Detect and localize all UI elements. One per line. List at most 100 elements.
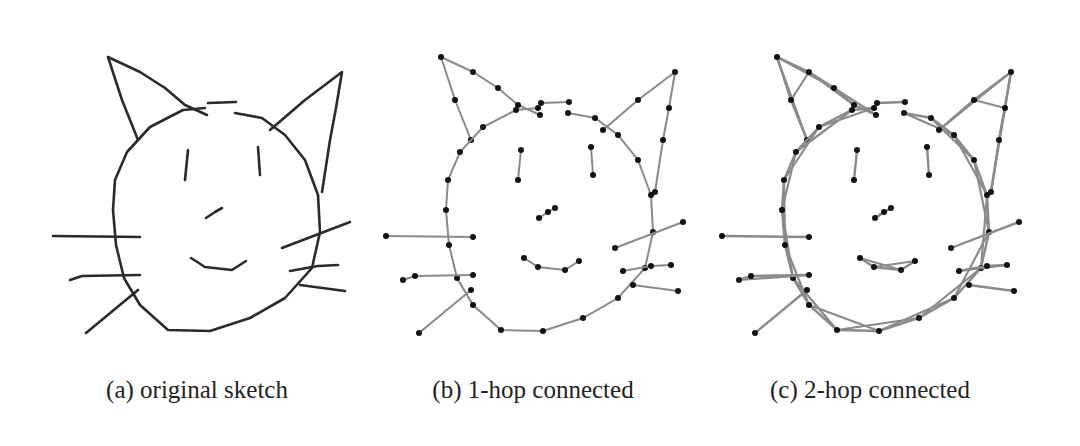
graph-node-dot bbox=[495, 85, 501, 91]
graph-edge bbox=[603, 72, 675, 192]
graph-node-dot bbox=[652, 189, 658, 195]
graph-node-dot bbox=[470, 272, 476, 278]
graph-node-dot bbox=[615, 132, 621, 138]
graph-node-dot bbox=[383, 233, 389, 239]
graph-node-dot bbox=[515, 177, 521, 183]
graph-node-dot bbox=[660, 137, 666, 143]
graph-node-dot bbox=[518, 147, 524, 153]
graph-node-dot bbox=[513, 107, 519, 113]
sketch-stroke bbox=[53, 236, 140, 237]
graph-edge bbox=[854, 150, 857, 180]
graph-edge bbox=[419, 290, 471, 333]
panel-caption: (b) 1-hop connected bbox=[432, 376, 633, 404]
graph-node-dot bbox=[988, 189, 994, 195]
graph-edge bbox=[524, 258, 579, 270]
graph-node-dot bbox=[873, 112, 879, 118]
sketch-stroke bbox=[290, 265, 338, 271]
graph-node-dot bbox=[470, 69, 476, 75]
graph-node-dot bbox=[857, 255, 863, 261]
panel-caption: (a) original sketch bbox=[106, 376, 288, 404]
graph-edge bbox=[777, 57, 876, 140]
graph-node-dot bbox=[446, 242, 452, 248]
two-hop-edge bbox=[974, 160, 989, 232]
graph-node-dot bbox=[774, 54, 780, 60]
graph-node-dot bbox=[971, 97, 977, 103]
graph-node-dot bbox=[834, 327, 840, 333]
graph-edge bbox=[927, 147, 929, 175]
graph-node-dot bbox=[600, 127, 606, 133]
graph-node-dot bbox=[966, 282, 972, 288]
graph-node-dot bbox=[635, 157, 641, 163]
graph-edge bbox=[615, 222, 683, 248]
graph-node-dot bbox=[672, 69, 678, 75]
graph-node-dot bbox=[468, 287, 474, 293]
graph-node-dot bbox=[648, 263, 654, 269]
graph-node-dot bbox=[588, 144, 594, 150]
graph-edge bbox=[939, 72, 1011, 192]
graph-node-dot bbox=[675, 288, 681, 294]
two-hop-edge bbox=[819, 108, 874, 127]
graph-node-dot bbox=[779, 207, 785, 213]
graph-node-dot bbox=[788, 97, 794, 103]
graph-node-dot bbox=[1002, 105, 1008, 111]
two-hop-edge bbox=[796, 110, 852, 152]
graph-node-dot bbox=[872, 215, 878, 221]
graph-node-dot bbox=[580, 315, 586, 321]
graph-edge bbox=[633, 285, 678, 291]
graph-node-dot bbox=[816, 124, 822, 130]
graph-node-dot bbox=[445, 177, 451, 183]
sketch-stroke bbox=[258, 147, 260, 175]
graph-node-dot bbox=[854, 147, 860, 153]
graph-node-dot bbox=[948, 245, 954, 251]
sketch-stroke bbox=[113, 108, 320, 331]
graph-edge bbox=[951, 222, 1019, 248]
graph-node-dot bbox=[416, 330, 422, 336]
graph-node-dot bbox=[536, 215, 542, 221]
graph-node-dot bbox=[851, 177, 857, 183]
graph-node-dot bbox=[806, 234, 812, 240]
cat-sketch bbox=[53, 57, 350, 333]
graph-node-dot bbox=[562, 267, 568, 273]
two-hop-edge bbox=[809, 305, 879, 331]
graph-node-dot bbox=[912, 258, 918, 264]
graph-node-dot bbox=[881, 209, 887, 215]
graph-node-dot bbox=[736, 277, 742, 283]
graph-node-dot bbox=[480, 124, 486, 130]
graph-node-dot bbox=[452, 97, 458, 103]
graph-node-dot bbox=[470, 302, 476, 308]
graph-node-dot bbox=[498, 327, 504, 333]
graph-node-dot bbox=[924, 144, 930, 150]
graph-node-dot bbox=[635, 97, 641, 103]
graph-node-dot bbox=[804, 287, 810, 293]
graph-node-dot bbox=[615, 295, 621, 301]
graph-node-dot bbox=[748, 273, 754, 279]
graph-node-dot bbox=[566, 99, 572, 105]
graph-edge bbox=[541, 102, 569, 103]
graph-node-dot bbox=[412, 273, 418, 279]
graph-node-dot bbox=[806, 302, 812, 308]
graph-node-dot bbox=[951, 132, 957, 138]
graph-edge bbox=[959, 265, 1007, 271]
sketch-stroke bbox=[300, 285, 345, 291]
graph-edge bbox=[877, 102, 905, 103]
graph-node-dot bbox=[888, 205, 894, 211]
graph-node-dot bbox=[871, 105, 877, 111]
graph-node-dot bbox=[545, 209, 551, 215]
graph-edge bbox=[782, 108, 989, 331]
graph-node-dot bbox=[457, 149, 463, 155]
two-hop-edge bbox=[974, 100, 1005, 108]
graph-node-dot bbox=[443, 207, 449, 213]
graph-node-dot bbox=[782, 242, 788, 248]
graph-edge bbox=[386, 236, 473, 237]
cat-sketch bbox=[719, 54, 1022, 336]
sketch-stroke bbox=[86, 290, 138, 333]
graph-node-dot bbox=[680, 219, 686, 225]
graph-node-dot bbox=[902, 99, 908, 105]
graph-node-dot bbox=[565, 110, 571, 116]
graph-node-dot bbox=[849, 107, 855, 113]
graph-edge bbox=[518, 150, 521, 180]
graph-node-dot bbox=[535, 105, 541, 111]
graph-node-dot bbox=[537, 112, 543, 118]
graph-node-dot bbox=[876, 328, 882, 334]
graph-node-dot bbox=[936, 127, 942, 133]
